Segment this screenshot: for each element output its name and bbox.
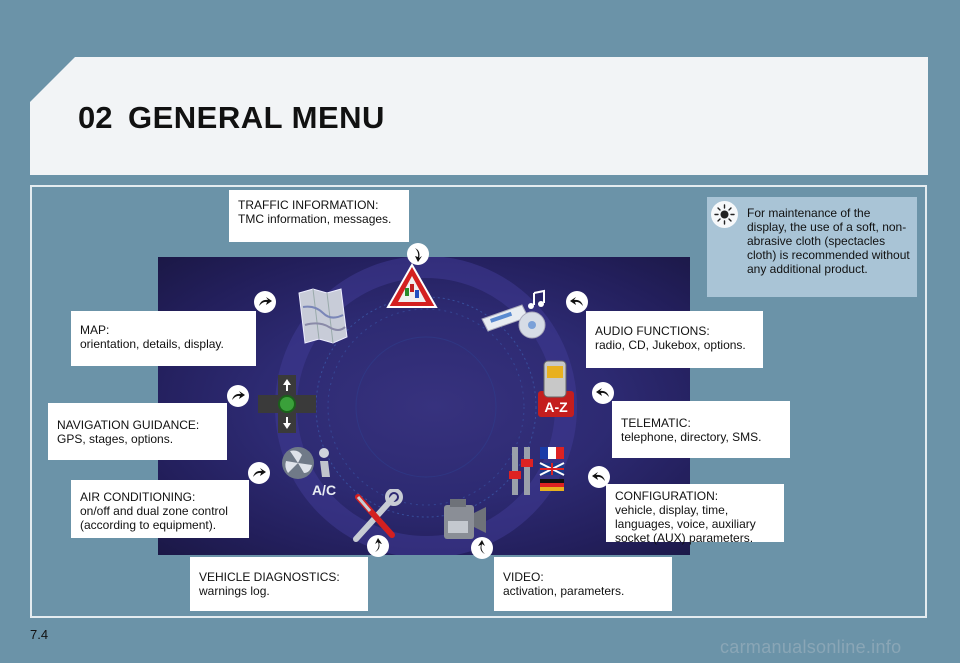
air-conditioning-callout: AIR CONDITIONING: on/off and dual zone c… xyxy=(71,480,249,538)
callout-title: TELEMATIC: xyxy=(621,416,691,430)
callout-desc: activation, parameters. xyxy=(503,584,625,598)
telematic-callout: TELEMATIC: telephone, directory, SMS. xyxy=(612,401,790,458)
callout-desc: radio, CD, Jukebox, options. xyxy=(595,338,746,352)
callout-title: CONFIGURATION: xyxy=(615,489,719,503)
traffic-information-callout: TRAFFIC INFORMATION: TMC information, me… xyxy=(229,190,409,242)
callout-title: VEHICLE DIAGNOSTICS: xyxy=(199,570,340,584)
content-frame xyxy=(30,185,927,618)
traffic-icon[interactable] xyxy=(386,262,438,310)
callout-desc: vehicle, display, time, languages, voice… xyxy=(615,503,756,545)
callout-desc: TMC information, messages. xyxy=(238,212,392,226)
callout-desc: telephone, directory, SMS. xyxy=(621,430,762,444)
diagnostics-icon[interactable] xyxy=(348,489,404,547)
arrow-right-icon xyxy=(254,291,276,313)
callout-title: TRAFFIC INFORMATION: xyxy=(238,198,379,212)
callout-desc: on/off and dual zone control (according … xyxy=(80,504,228,532)
section-number: 02 xyxy=(78,100,113,135)
video-callout: VIDEO: activation, parameters. xyxy=(494,557,672,611)
air-conditioning-icon[interactable]: A/C xyxy=(276,443,348,501)
lightbulb-icon xyxy=(711,201,738,228)
page-number: 7.4 xyxy=(30,627,49,642)
ac-label: A/C xyxy=(312,482,336,498)
arrow-right-icon xyxy=(248,462,270,484)
a-z-label: A-Z xyxy=(544,399,568,415)
callout-desc: orientation, details, display. xyxy=(80,337,224,351)
header-panel xyxy=(30,57,928,175)
map-icon[interactable] xyxy=(293,287,353,345)
configuration-icon[interactable] xyxy=(506,443,568,499)
vehicle-diagnostics-callout: VEHICLE DIAGNOSTICS: warnings log. xyxy=(190,557,368,611)
callout-title: NAVIGATION GUIDANCE: xyxy=(57,418,200,432)
callout-desc: warnings log. xyxy=(199,584,270,598)
arrow-left-icon xyxy=(592,382,614,404)
callout-desc: GPS, stages, options. xyxy=(57,432,174,446)
tip-box xyxy=(707,197,917,297)
telematic-icon[interactable]: A-Z xyxy=(534,357,578,419)
map-callout: MAP: orientation, details, display. xyxy=(71,311,256,366)
arrow-up-icon xyxy=(367,535,389,557)
arrow-left-icon xyxy=(588,466,610,488)
arrow-up-icon xyxy=(471,537,493,559)
callout-title: AIR CONDITIONING: xyxy=(80,490,196,504)
audio-functions-callout: AUDIO FUNCTIONS: radio, CD, Jukebox, opt… xyxy=(586,311,763,368)
page-title: GENERAL MENU xyxy=(128,100,385,135)
callout-title: VIDEO: xyxy=(503,570,544,584)
callout-title: MAP: xyxy=(80,323,110,337)
arrow-right-icon xyxy=(227,385,249,407)
configuration-callout: CONFIGURATION: vehicle, display, time, l… xyxy=(606,484,784,545)
callout-title: AUDIO FUNCTIONS: xyxy=(595,324,710,338)
navigation-guidance-callout: NAVIGATION GUIDANCE: GPS, stages, option… xyxy=(48,403,227,460)
audio-icon[interactable] xyxy=(478,289,554,341)
arrow-left-icon xyxy=(566,291,588,313)
video-icon[interactable] xyxy=(436,495,488,547)
tip-text: For maintenance of the display, the use … xyxy=(747,206,910,276)
arrow-down-icon xyxy=(407,243,429,265)
watermark: carmanualsonline.info xyxy=(720,637,902,657)
navigation-icon[interactable] xyxy=(258,375,316,433)
